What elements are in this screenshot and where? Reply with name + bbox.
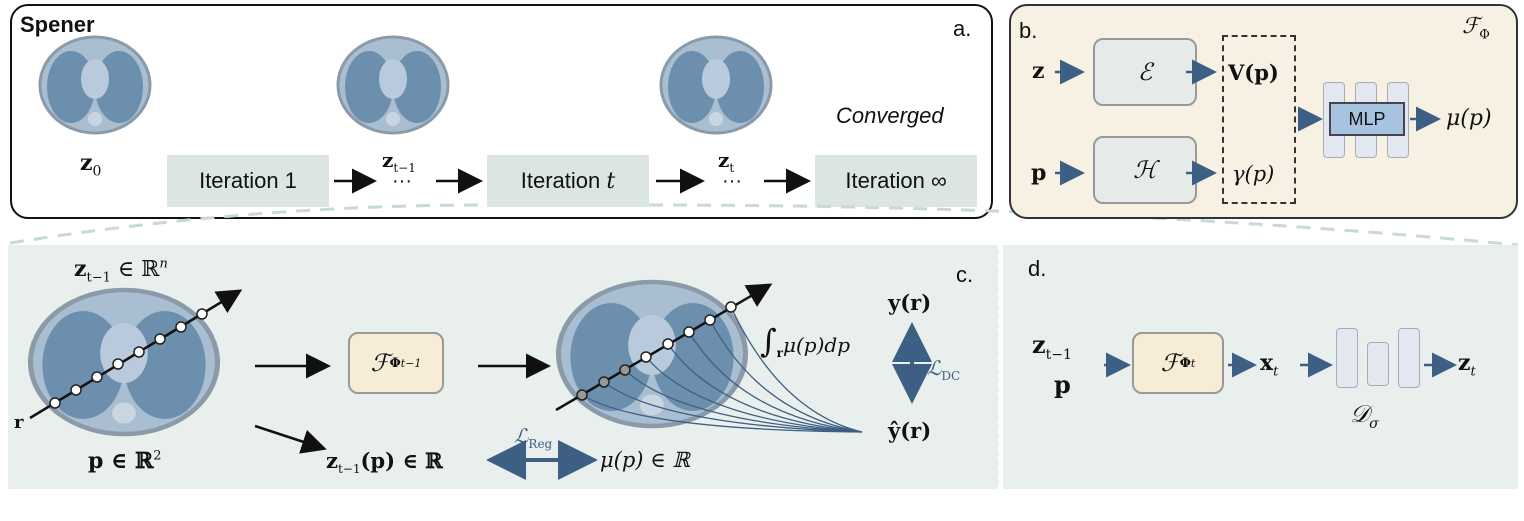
mlp-box: MLP: [1329, 102, 1405, 136]
loss-reg-label: ℒReg: [514, 424, 553, 451]
loss-dc-label: ℒDC: [927, 356, 961, 383]
zt-label: zt: [718, 148, 735, 175]
features-dashed-box: [1222, 35, 1296, 204]
panel-c-tag: c.: [956, 262, 974, 287]
d-input-p: p: [1054, 370, 1071, 399]
ray-r-label: r: [14, 412, 24, 433]
panel-a-title: Spener: [20, 12, 95, 37]
z0-label: z0: [80, 150, 102, 180]
panel-d-tag: d.: [1028, 256, 1047, 281]
mu-output: μ(p): [1446, 106, 1492, 131]
denoiser-layer-1: [1336, 328, 1358, 388]
panel-b-func: ℱΦ: [1462, 14, 1490, 43]
panel-b-tag: b.: [1019, 18, 1038, 43]
converged-label: Converged: [836, 103, 944, 128]
p-domain-label: p ∈ ℝ2: [88, 448, 162, 474]
mu-at-p-label: μ(p) ∈ ℝ: [600, 448, 690, 472]
panel-a-tag: a.: [953, 16, 972, 41]
feature-v: V(p): [1228, 60, 1279, 85]
dots-1: ···: [392, 170, 412, 192]
dots-2: ···: [722, 170, 742, 192]
iteration-1-box: Iteration 1: [167, 155, 329, 207]
d-input-z: zt−1: [1032, 330, 1072, 363]
y-measured: y(r): [888, 290, 932, 315]
iteration-inf-box: Iteration ∞: [815, 155, 977, 207]
y-hat: ŷ(r): [888, 418, 932, 443]
panel-divider: [998, 245, 1001, 489]
input-p: p: [1031, 160, 1047, 186]
encoder-e-box: ℰ: [1093, 38, 1197, 106]
z-at-p-label: zt−1(p) ∈ ℝ: [326, 448, 443, 477]
input-z: z: [1032, 58, 1045, 84]
x-t-label: xt: [1260, 350, 1279, 380]
denoiser-layer-2: [1367, 342, 1389, 386]
ztm1-label: zt−1: [382, 148, 416, 175]
z-t-output: zt: [1458, 350, 1476, 380]
denoiser-layer-3: [1398, 328, 1420, 388]
feature-gamma: γ(p): [1232, 162, 1275, 186]
integral-label: ∫rμ(p)dp: [760, 322, 851, 360]
iteration-t-box: Iteration t: [487, 155, 649, 207]
z-domain-label: zt−1 ∈ ℝn: [74, 256, 168, 286]
denoiser-label: 𝒟σ: [1350, 400, 1379, 432]
